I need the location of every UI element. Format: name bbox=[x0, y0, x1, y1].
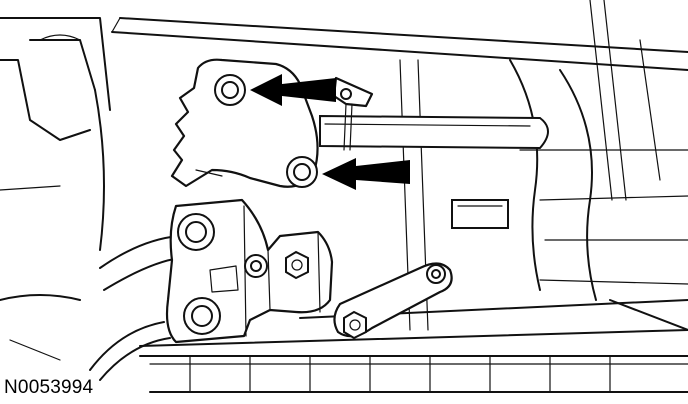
housing-bolt-top bbox=[177, 213, 215, 251]
shift-shaft bbox=[319, 114, 549, 150]
housing-bolt-bottom bbox=[183, 297, 221, 335]
lever-nut bbox=[343, 310, 367, 340]
black-arrow-icon bbox=[250, 74, 336, 106]
black-arrow-icon bbox=[322, 158, 410, 190]
bracket-bolt-lower bbox=[286, 156, 318, 188]
figure-id-label: N0053994 bbox=[4, 377, 94, 398]
bracket-bolt-upper bbox=[214, 74, 246, 106]
housing-bolt-center bbox=[244, 254, 268, 278]
left-frame bbox=[0, 17, 111, 361]
housing-hex-nut bbox=[285, 250, 309, 280]
